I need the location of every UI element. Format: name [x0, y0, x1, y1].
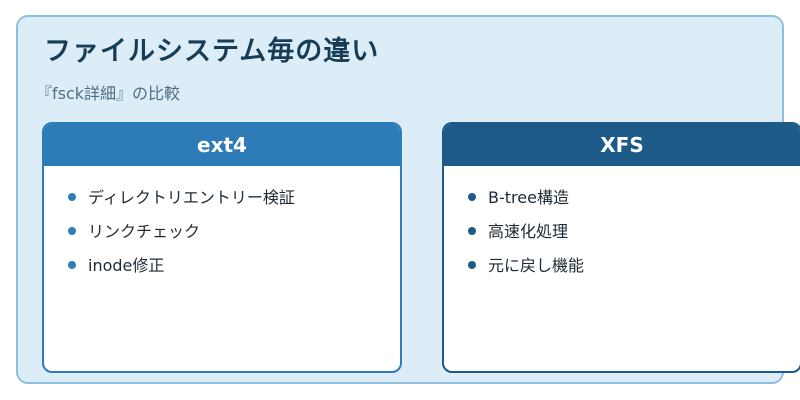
ext4-card-header: ext4: [44, 124, 400, 166]
page-subtitle: 『fsck詳細』の比較: [36, 84, 181, 103]
list-item: B-tree構造: [468, 188, 800, 222]
page-title: ファイルシステム毎の違い: [44, 36, 380, 67]
list-item: ディレクトリエントリー検証: [68, 188, 400, 222]
ext4-feature-list: ディレクトリエントリー検証 リンクチェック inode修正: [44, 166, 400, 290]
xfs-card: XFS B-tree構造 高速化処理 元に戻し機能: [442, 122, 800, 373]
list-item: 元に戻し機能: [468, 256, 800, 290]
list-item: リンクチェック: [68, 222, 400, 256]
ext4-card: ext4 ディレクトリエントリー検証 リンクチェック inode修正: [42, 122, 402, 373]
list-item: inode修正: [68, 256, 400, 290]
xfs-card-header: XFS: [444, 124, 800, 166]
comparison-panel: ファイルシステム毎の違い 『fsck詳細』の比較 ext4 ディレクトリエントリ…: [16, 15, 800, 384]
xfs-feature-list: B-tree構造 高速化処理 元に戻し機能: [444, 166, 800, 290]
list-item: 高速化処理: [468, 222, 800, 256]
